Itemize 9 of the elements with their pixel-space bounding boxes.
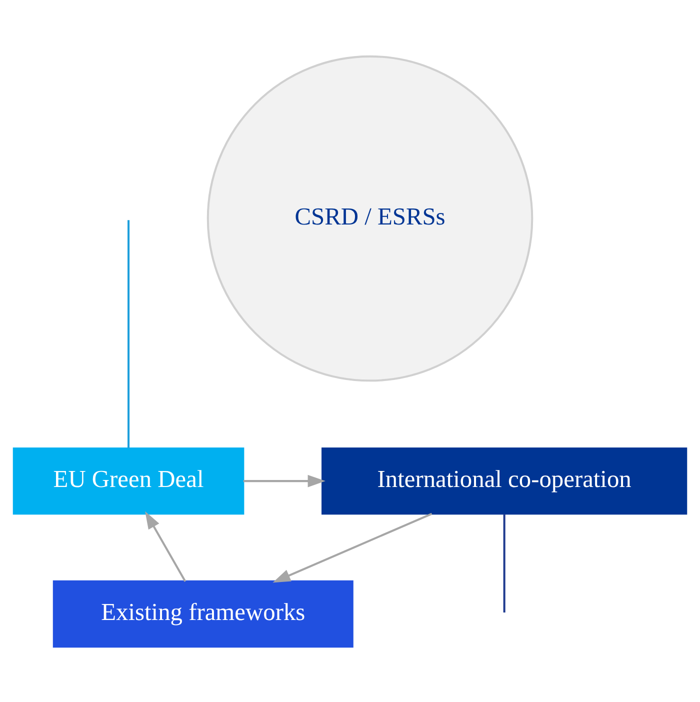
arrow — [243, 474, 326, 487]
node-box: International co-operation — [322, 446, 688, 514]
connector — [503, 513, 506, 612]
node-box: EU Green Deal — [12, 446, 244, 514]
arrow — [145, 510, 186, 582]
node-box: Existing frameworks — [52, 580, 354, 648]
node-circle: CSRD / ESRSs — [206, 54, 534, 382]
connector — [128, 220, 130, 448]
arrow — [272, 512, 432, 582]
